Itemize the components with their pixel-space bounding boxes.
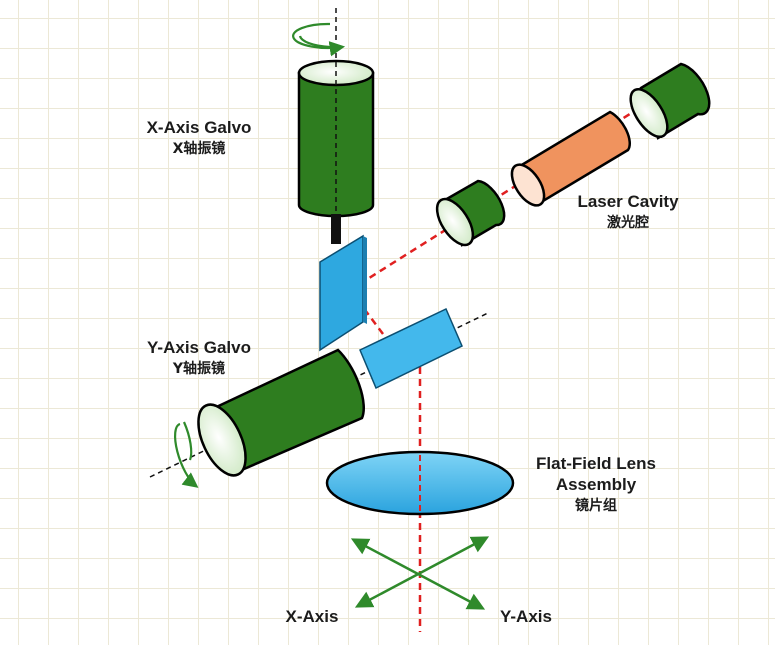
x-mirror [319,234,364,352]
x-galvo-label-zh: X轴振镜 [173,140,226,157]
laser-cavity-label-en: Laser Cavity [577,192,679,211]
laser-front-cylinder [435,179,506,247]
x-galvo-cylinder [297,59,375,218]
laser-cavity-label-zh: 激光腔 [607,214,649,231]
y-galvo-label-en: Y-Axis Galvo [147,338,251,357]
lens-label-zh: 镜片组 [575,497,617,514]
laser-tube [510,110,632,207]
x-axis-arrow [354,536,490,608]
y-axis-label: Y-Axis [500,607,552,626]
flat-field-lens [325,450,515,516]
y-galvo-cylinder [197,348,365,477]
x-galvo-rotation-arrow [292,22,346,57]
laser-end-cylinder [629,62,711,140]
lens-label-en-line1: Flat-Field Lens [536,454,656,473]
y-mirror [359,307,463,390]
y-galvo-label-zh: Y轴振镜 [172,360,225,377]
lens-label-en-line2: Assembly [556,475,637,494]
x-galvo-label-en: X-Axis Galvo [147,118,252,137]
x-galvo-shaft [331,214,341,244]
y-galvo-rotation-arrow [174,421,199,488]
y-axis-arrow [350,538,486,610]
x-axis-label: X-Axis [286,607,339,626]
